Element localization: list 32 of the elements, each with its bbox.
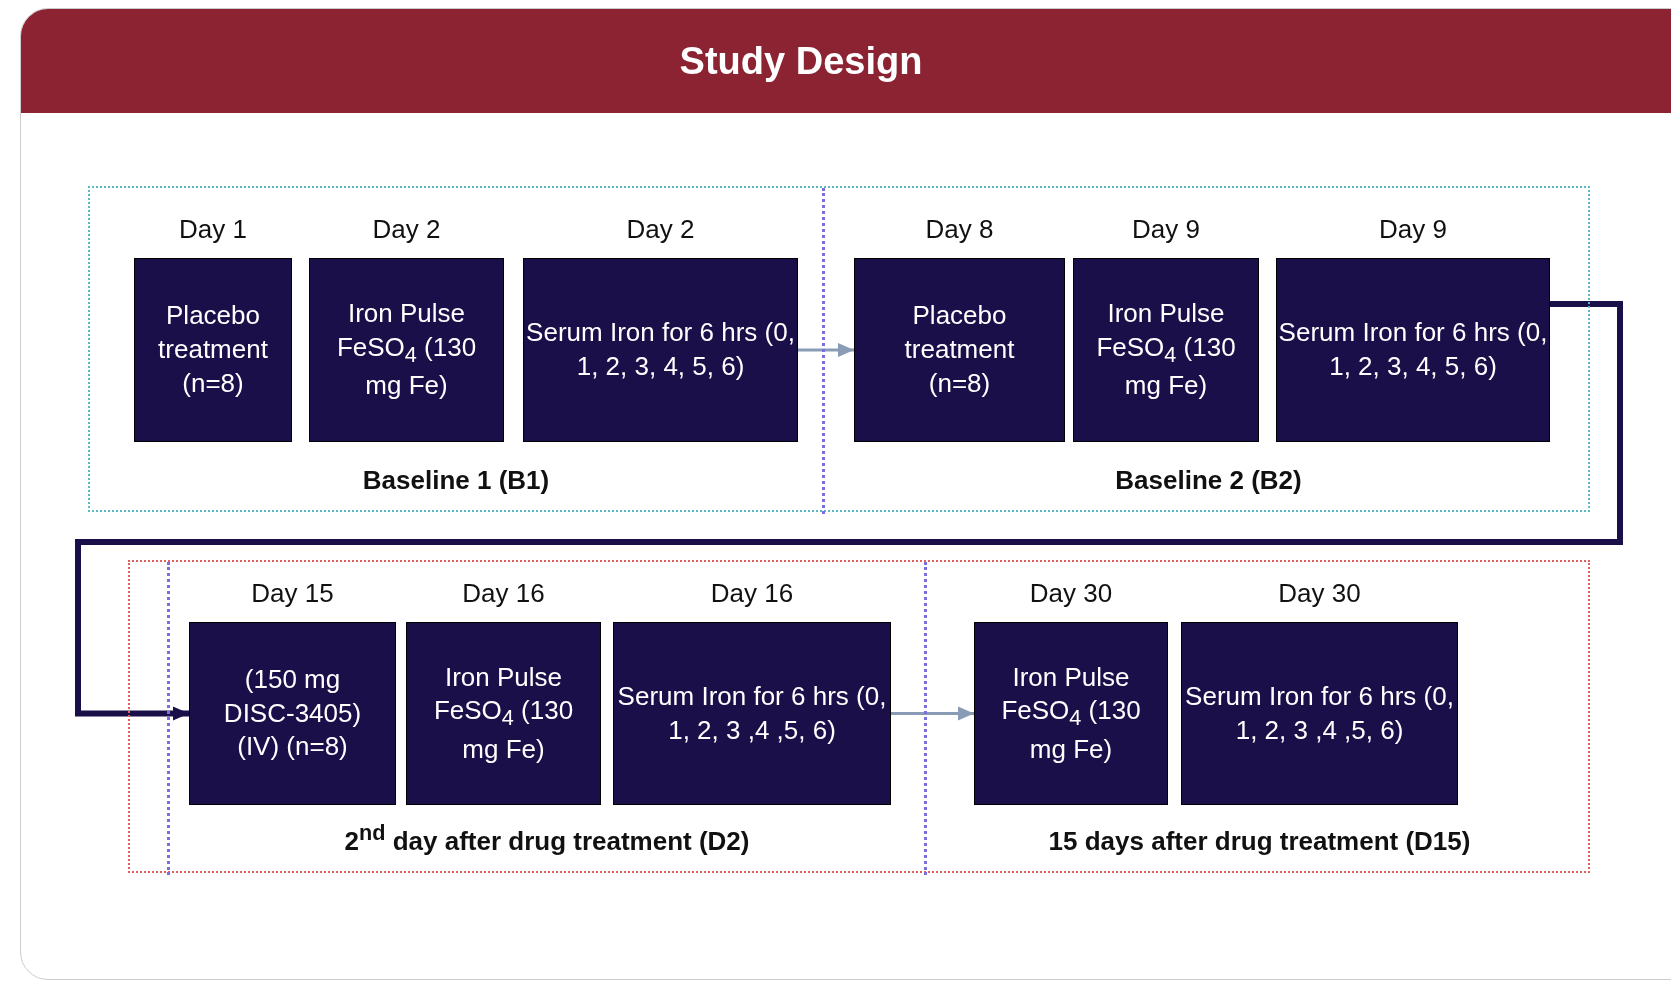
day-label: Day 2	[371, 214, 442, 245]
step-box: Placebo treatment (n=8)	[854, 258, 1065, 442]
day-label: Day 16	[461, 578, 546, 609]
arrow	[798, 343, 854, 357]
dotted-frame	[128, 560, 1590, 873]
step-box: Iron Pulse FeSO$_{4}$ (130 mg Fe)	[1073, 258, 1259, 442]
step-box: Serum Iron for 6 hrs (0, 1, 2, 3 ,4 ,5, 6)	[1181, 622, 1458, 805]
day-label: Day 9	[1378, 214, 1448, 245]
day-label: Day 8	[924, 214, 995, 245]
section-label: Baseline 1 (B1)	[361, 465, 551, 496]
step-box: Serum Iron for 6 hrs (0, 1, 2, 3 ,4 ,5, 6)	[613, 622, 891, 805]
day-label: Day 16	[709, 578, 795, 609]
section-label: Baseline 2 (B2)	[1114, 465, 1303, 496]
day-label: Day 30	[1277, 578, 1362, 609]
section-label: 2$^{nd}$ day after drug treatment (D2)	[343, 820, 751, 857]
step-box: Iron Pulse FeSO$_{4}$ (130 mg Fe)	[406, 622, 601, 805]
step-box: Iron Pulse FeSO$_{4}$ (130 mg Fe)	[974, 622, 1168, 805]
day-label: Day 9	[1131, 214, 1201, 245]
step-box: Serum Iron for 6 hrs (0, 1, 2, 3, 4, 5, 6)	[523, 258, 798, 442]
dotted-frame	[88, 186, 1590, 512]
step-box: Placebo treatment (n=8)	[134, 258, 292, 442]
step-box: Serum Iron for 6 hrs (0, 1, 2, 3, 4, 5, 6)	[1276, 258, 1550, 442]
step-box: (150 mg DISC-3405) (IV) (n=8)	[189, 622, 396, 805]
section-label: 15 days after drug treatment (D15)	[1047, 826, 1472, 857]
arrow	[891, 706, 974, 721]
day-label: Day 1	[178, 214, 248, 245]
arrow	[75, 301, 1623, 721]
step-box: Iron Pulse FeSO$_{4}$ (130 mg Fe)	[309, 258, 504, 442]
day-label: Day 2	[625, 214, 696, 245]
day-label: Day 15	[250, 578, 335, 609]
day-label: Day 30	[1028, 578, 1114, 609]
title: Study Design	[679, 39, 923, 83]
